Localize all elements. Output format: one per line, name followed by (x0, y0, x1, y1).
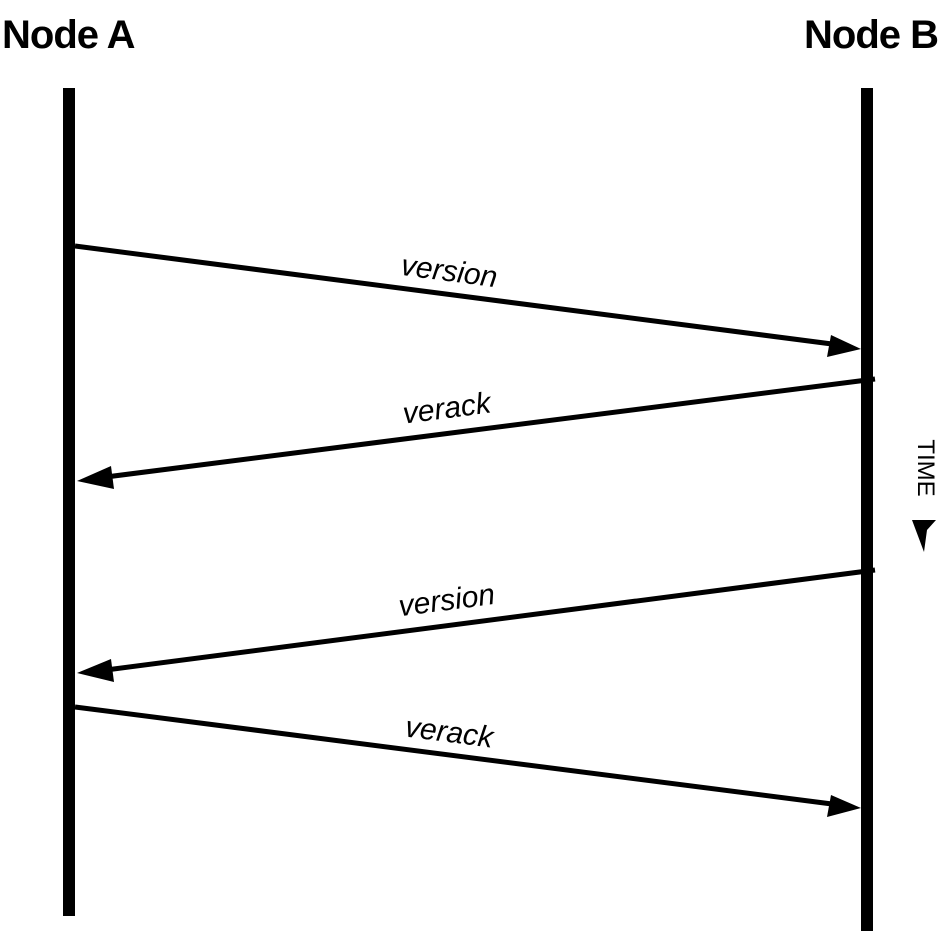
arrowhead-right-icon (827, 795, 861, 817)
time-axis-label: TIME (912, 439, 939, 496)
message-version-b-to-a: version (77, 567, 876, 682)
time-axis: TIME (912, 439, 939, 552)
message-verack-b-to-a: verack (77, 376, 876, 489)
arrowhead-right-icon (827, 335, 861, 357)
node-b-label: Node B (804, 13, 938, 57)
node-a-label: Node A (2, 13, 135, 57)
time-down-arrow-icon (912, 520, 936, 552)
message-arrow-line (105, 376, 876, 480)
arrowhead-left-icon (77, 659, 114, 682)
message-version-a-to-b: version (74, 243, 861, 357)
message-label: verack (401, 386, 495, 430)
arrowhead-left-icon (77, 466, 114, 489)
message-label: verack (403, 711, 497, 755)
message-arrow-line (74, 704, 833, 807)
message-arrow-line (74, 243, 833, 347)
message-verack-a-to-b: verack (74, 704, 861, 817)
message-label: version (397, 578, 497, 623)
message-arrow-line (105, 567, 876, 673)
